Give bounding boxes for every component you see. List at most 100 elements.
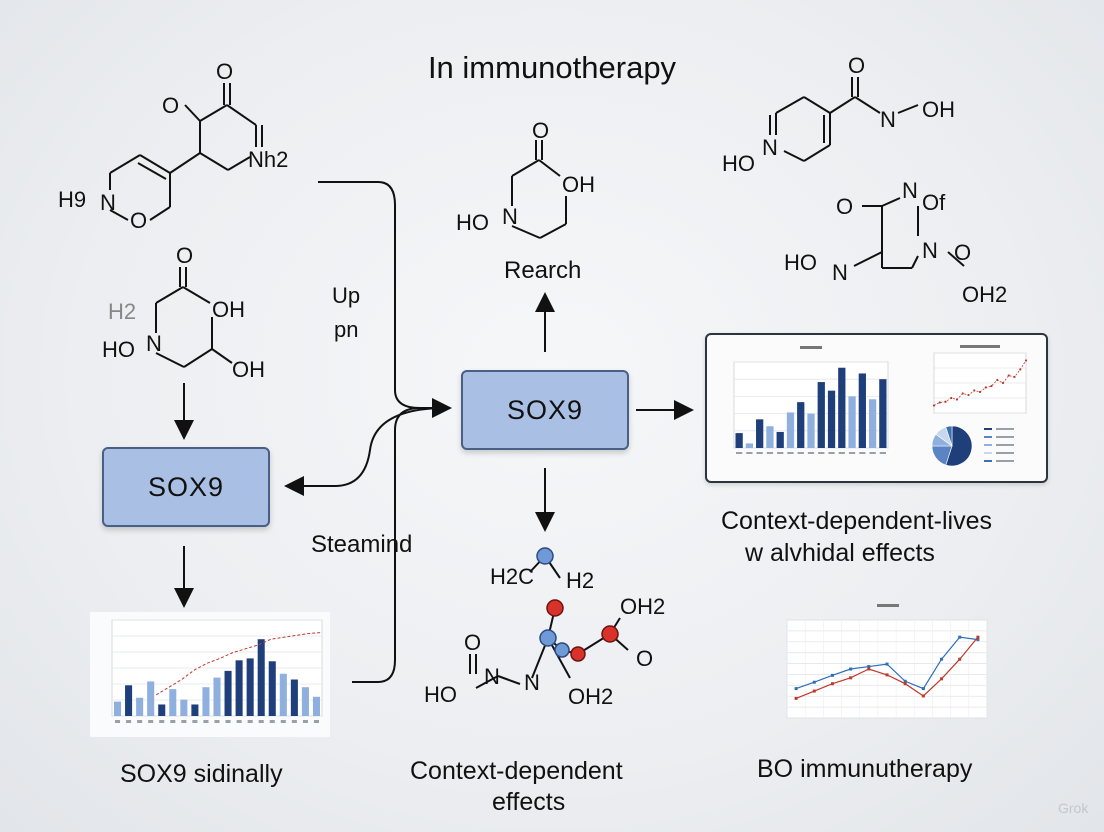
atom-ho: HO xyxy=(722,151,755,176)
point xyxy=(812,680,816,684)
point xyxy=(1001,381,1005,385)
bar xyxy=(848,396,856,448)
bar xyxy=(827,390,836,448)
atom-ball xyxy=(539,629,557,647)
legend-swatch xyxy=(984,428,992,430)
point xyxy=(921,687,925,691)
point xyxy=(940,677,944,681)
tick-label xyxy=(170,720,176,723)
atom-nh2: Nh2 xyxy=(248,147,288,172)
atom-ball xyxy=(546,599,564,617)
point xyxy=(885,673,889,677)
atom-n: N xyxy=(484,664,500,689)
tick-label xyxy=(777,452,784,454)
legend-swatch xyxy=(984,436,992,438)
point xyxy=(903,682,907,686)
caption-bottom-right: BO immunutherapy xyxy=(757,755,973,783)
tick-label xyxy=(225,720,231,723)
bar xyxy=(807,413,815,448)
atom-o: O xyxy=(162,93,179,118)
point xyxy=(1013,375,1016,379)
atom-ball xyxy=(570,646,586,662)
point xyxy=(830,682,834,686)
bar xyxy=(257,639,265,716)
label-rearch: Rearch xyxy=(504,257,582,284)
watermark: Grok xyxy=(1058,800,1089,816)
point xyxy=(976,638,980,642)
tick-label xyxy=(736,452,743,454)
plot-area xyxy=(786,619,988,719)
atom-n: N xyxy=(100,190,116,215)
point xyxy=(976,635,980,639)
molecule-left-mid: O OH H2 HO N OH xyxy=(102,245,265,382)
point xyxy=(955,398,959,401)
tick-label xyxy=(115,720,121,723)
point xyxy=(938,401,941,404)
atom-ball xyxy=(601,625,619,643)
atom-h9: H9 xyxy=(58,187,86,212)
point xyxy=(944,400,947,403)
tick-label xyxy=(247,720,253,723)
atom-oh2: OH2 xyxy=(620,594,665,619)
point xyxy=(867,667,871,671)
bar xyxy=(858,373,866,448)
bar xyxy=(136,697,144,716)
point xyxy=(921,694,925,698)
chart-bottom-left xyxy=(90,612,330,737)
arrow-bottom-to-sox9 xyxy=(352,407,421,683)
atom-ho: HO xyxy=(456,210,489,235)
bar xyxy=(776,431,784,448)
atom-n: N xyxy=(502,204,518,229)
tick-label xyxy=(313,720,319,723)
legend-entry xyxy=(996,436,1014,438)
chart-bottom-right xyxy=(786,604,988,719)
caption-bottom-left: SOX9 sidinally xyxy=(120,760,283,788)
point xyxy=(950,396,953,400)
molecule-top-left: O O Nh2 H9 N O xyxy=(58,59,288,233)
point xyxy=(794,687,798,691)
tick-label xyxy=(807,452,815,454)
point xyxy=(940,657,944,661)
atom-o: O xyxy=(176,245,193,268)
tick-label xyxy=(203,720,209,723)
tick-label xyxy=(258,720,264,723)
bar xyxy=(786,412,795,448)
caption-right-1: Context-dependent-lives xyxy=(721,507,992,535)
bar xyxy=(817,382,825,448)
bar xyxy=(125,685,133,716)
atom-oh: OH xyxy=(212,297,245,322)
bar xyxy=(169,689,177,716)
atom-oh: OH xyxy=(232,357,265,382)
point xyxy=(990,384,993,388)
tick-label xyxy=(269,720,275,723)
atom-h2: H2 xyxy=(566,568,594,593)
point xyxy=(961,392,964,395)
bar xyxy=(268,661,276,716)
bar xyxy=(301,687,309,716)
atom-oh: OH xyxy=(562,172,595,197)
label-pn: pn xyxy=(334,317,359,342)
point xyxy=(867,665,871,669)
bar xyxy=(735,433,743,448)
arrow-center-to-left-sox9 xyxy=(284,407,441,496)
diagram-title: In immunotherapy xyxy=(427,50,677,85)
bar xyxy=(879,379,887,448)
legend-swatch xyxy=(984,444,992,446)
atom-ho: HO xyxy=(102,337,135,362)
bar xyxy=(202,687,210,716)
point xyxy=(932,404,936,407)
legend-entry xyxy=(996,428,1014,430)
tick-label xyxy=(828,452,835,454)
atom-n: N xyxy=(880,107,896,132)
atom-oh2: OH2 xyxy=(568,684,613,709)
chart-title-mark xyxy=(800,346,822,349)
atom-oh2: OH2 xyxy=(962,282,1007,307)
legend-entry xyxy=(996,452,1014,454)
tick-label xyxy=(869,452,876,454)
point xyxy=(1019,368,1022,371)
point xyxy=(958,657,962,661)
atom-ball xyxy=(554,642,570,658)
chart-title-mark xyxy=(877,604,899,607)
caption-bottom-center-2: effects xyxy=(492,788,566,816)
